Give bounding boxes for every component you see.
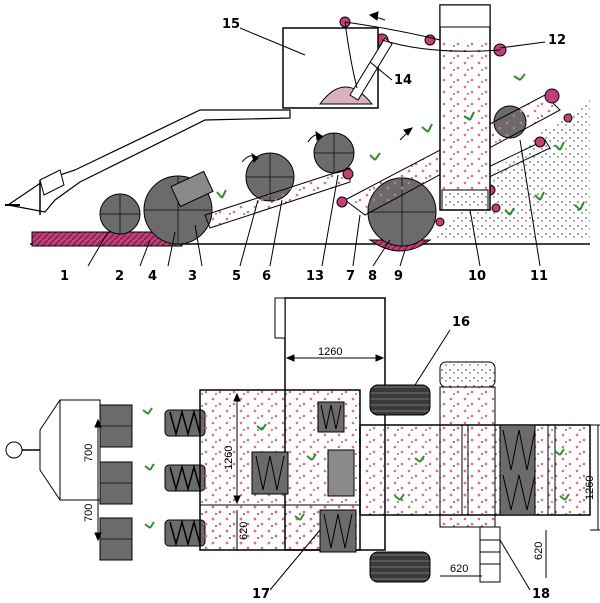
elevator-base (441, 189, 489, 211)
dim-620-right: 620 (533, 542, 545, 560)
tire-top (369, 384, 431, 416)
center-boxes (251, 401, 357, 553)
callout-12: 12 (548, 33, 566, 48)
side-labels: 15 12 14 1 2 4 3 5 6 13 7 8 9 10 11 (60, 17, 566, 284)
callout-16: 16 (452, 315, 470, 330)
gearbox (170, 170, 214, 208)
overhead-chain (344, 21, 501, 52)
elevator-contents (442, 40, 488, 190)
plant-marks (216, 73, 585, 216)
hopper-pile (319, 86, 374, 105)
callout-13: 13 (306, 269, 324, 284)
dimension-labels: 1260 1260 1260 700 700 620 620 620 (83, 346, 596, 575)
drawbar (6, 109, 291, 213)
top-labels: 16 17 18 (252, 315, 550, 602)
dim-1260-left: 1260 (223, 446, 235, 470)
augers (164, 409, 206, 547)
dim-700-a: 700 (83, 444, 95, 462)
conveyor-1 (204, 167, 351, 229)
dim-620-bottom: 620 (450, 563, 468, 575)
callout-9: 9 (394, 269, 403, 284)
elevator-top (439, 361, 496, 388)
top-view: 1260 1260 1260 700 700 620 620 620 16 17… (5, 297, 600, 602)
callout-18: 18 (532, 587, 550, 602)
hitch-eye (5, 441, 23, 459)
side-chute (479, 526, 501, 583)
rear-slats (461, 425, 556, 515)
hopper-top-block (274, 297, 286, 339)
callout-2: 2 (115, 269, 124, 284)
callout-4: 4 (148, 269, 157, 284)
callout-3: 3 (188, 269, 197, 284)
callout-8: 8 (368, 269, 377, 284)
top-plant-marks (142, 407, 570, 529)
top-leaders (269, 329, 531, 591)
side-leaders (87, 27, 546, 267)
direction-arrows (241, 11, 414, 163)
callout-5: 5 (232, 269, 241, 284)
hitch-plate (39, 169, 65, 196)
dim-1260-right: 1260 (584, 476, 596, 500)
callout-10: 10 (468, 269, 486, 284)
front-rollers (99, 404, 133, 561)
dim-620-left: 620 (238, 522, 250, 540)
tire-bottom (369, 551, 431, 583)
callout-11: 11 (530, 269, 548, 284)
callout-6: 6 (262, 269, 271, 284)
callout-14: 14 (394, 73, 412, 88)
loader-chute (349, 37, 393, 101)
elevator-head (439, 4, 491, 28)
callout-17: 17 (252, 587, 270, 602)
dim-1260-top: 1260 (318, 346, 342, 358)
callout-1: 1 (60, 269, 69, 284)
callout-15: 15 (222, 17, 240, 32)
dim-700-b: 700 (83, 504, 95, 522)
callout-7: 7 (346, 269, 355, 284)
side-view: 15 12 14 1 2 4 3 5 6 13 7 8 9 10 11 (5, 4, 590, 284)
dimension-lines (94, 354, 600, 578)
